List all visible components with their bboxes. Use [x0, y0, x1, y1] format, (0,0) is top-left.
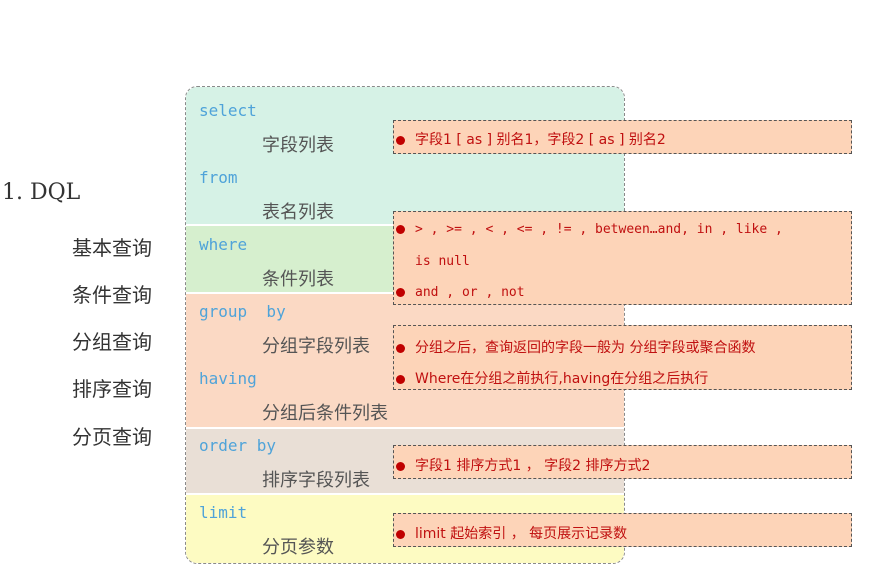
- bullet-icon: [396, 343, 405, 353]
- keyword-order-by: order by: [199, 436, 277, 455]
- detail-having: 分组后条件列表: [262, 403, 388, 424]
- note-limit: limit 起始索引 ， 每页展示记录数: [393, 513, 852, 547]
- bullet-icon: [396, 374, 405, 384]
- detail-from: 表名列表: [262, 202, 334, 223]
- bullet-icon: [396, 288, 405, 297]
- detail-limit: 分页参数: [262, 537, 334, 558]
- detail-where: 条件列表: [262, 269, 334, 290]
- bullet-icon: [396, 225, 405, 234]
- bullet-icon: [396, 135, 405, 145]
- note-order-by: 字段1 排序方式1 ， 字段2 排序方式2: [393, 445, 852, 479]
- detail-select: 字段列表: [262, 135, 334, 156]
- keyword-limit: limit: [199, 503, 248, 522]
- bullet-icon: [396, 529, 405, 539]
- keyword-group-by: group by: [199, 302, 286, 321]
- keyword-select: select: [199, 101, 257, 120]
- band-select-from: [186, 87, 624, 224]
- topic-group-query: 分组查询: [72, 330, 152, 354]
- detail-order-by: 排序字段列表: [262, 470, 370, 491]
- topic-sort-query: 排序查询: [72, 377, 152, 401]
- note-select: 字段1 [ as ] 别名1，字段2 [ as ] 别名2: [393, 120, 852, 154]
- topic-condition-query: 条件查询: [72, 283, 152, 307]
- note-where: > , >= , < , <= , != , between…and, in ,…: [393, 211, 852, 305]
- bullet-icon: [396, 461, 405, 471]
- keyword-having: having: [199, 369, 257, 388]
- topic-page-query: 分页查询: [72, 425, 152, 449]
- sql-structure-box: select 字段列表 from 表名列表 where 条件列表 group b…: [185, 86, 625, 564]
- topic-basic-query: 基本查询: [72, 236, 152, 260]
- section-heading: 1. DQL: [2, 180, 81, 205]
- keyword-where: where: [199, 235, 248, 254]
- note-group-having: 分组之后，查询返回的字段一般为 分组字段或聚合函数 Where在分组之前执行,h…: [393, 325, 852, 390]
- keyword-from: from: [199, 168, 238, 187]
- detail-group-by: 分组字段列表: [262, 336, 370, 357]
